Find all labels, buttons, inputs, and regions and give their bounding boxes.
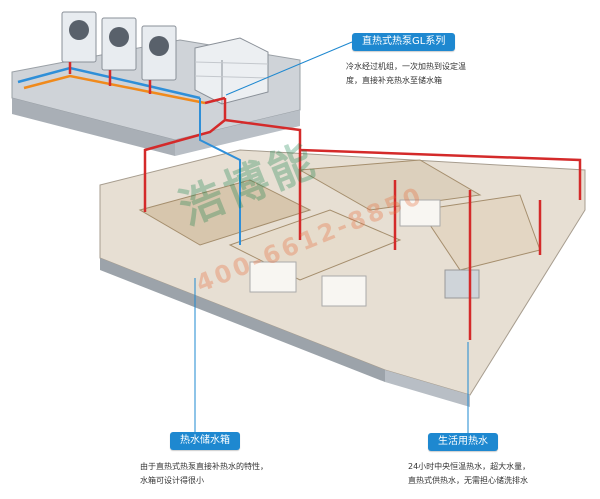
cold-water-riser	[199, 98, 241, 245]
storage-tank	[194, 37, 269, 105]
heat-pump-units	[61, 11, 177, 81]
hot-water-pipe	[68, 62, 226, 105]
callout-system-label: 直热式热泵GL系列	[352, 33, 456, 51]
floor-front-edge	[100, 258, 385, 382]
callout-supply-label: 生活用热水	[428, 433, 498, 451]
callout-tank-line: 水箱可设计得很小	[140, 476, 204, 485]
leader-line-system	[225, 41, 353, 96]
callout-tank-desc: 由于直热式热泵直接补热水的特性， 水箱可设计得很小	[140, 460, 268, 488]
callout-supply-desc: 24小时中央恒温热水，超大水量， 直热式供热水，无需担心储洗排水	[408, 460, 530, 488]
hot-water-riser	[143, 98, 582, 340]
callout-supply-line: 24小时中央恒温热水，超大水量，	[408, 462, 531, 471]
hotel-rooms	[138, 159, 541, 307]
cold-water-pipe	[17, 66, 201, 100]
roof-slab-front	[12, 98, 175, 156]
callout-tank-label: 热水储水箱	[170, 432, 240, 450]
callout-system-desc: 冷水经过机组，一次加热到设定温 度，直接补充热水至储水箱	[346, 60, 466, 88]
callout-supply-line: 直热式供热水，无需担心储洗排水	[408, 476, 528, 485]
floor-side-edge	[385, 370, 470, 407]
callout-system-line: 度，直接补充热水至储水箱	[346, 76, 442, 85]
callout-system-line: 冷水经过机组，一次加热到设定温	[346, 62, 466, 71]
roof-slab-side	[175, 110, 300, 156]
callout-tank-line: 由于直热式热泵直接补热水的特性，	[140, 462, 268, 471]
